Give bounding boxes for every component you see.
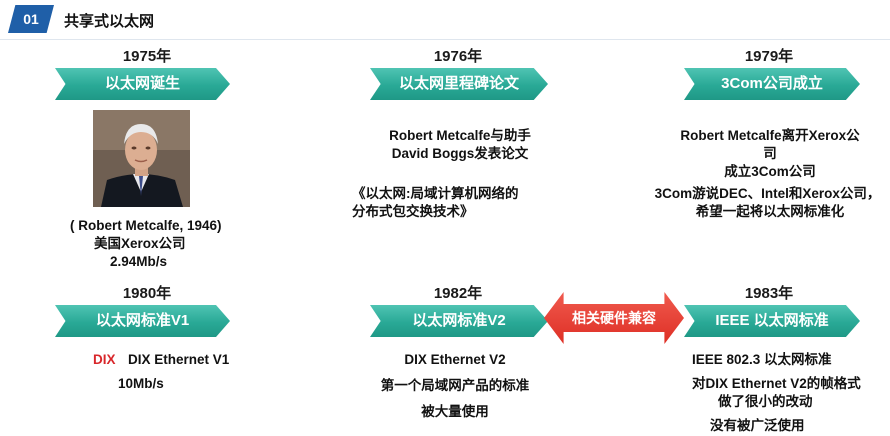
frame-format-change-1: 对DIX Ethernet V2的帧格式 <box>692 376 861 391</box>
paper-line-2: David Boggs发表论文 <box>391 146 529 161</box>
portrait-photo-robert-metcalfe <box>93 110 190 207</box>
speed-2-94: 2.94Mb/s <box>110 254 168 269</box>
metcalfe-caption: ( Robert Metcalfe, 1946) <box>70 218 222 233</box>
dix-ethernet-v1: DIX Ethernet V1 <box>128 352 230 367</box>
frame-format-change-2: 做了很小的改动 <box>718 394 813 409</box>
year-1980: 1980年 <box>122 285 172 302</box>
year-1982: 1982年 <box>433 285 483 302</box>
banner-3com-founded: 3Com公司成立 <box>684 68 860 100</box>
ieee-802-3: IEEE 802.3 以太网标准 <box>692 352 832 367</box>
page-title: 共享式以太网 <box>64 13 155 30</box>
portrait-photo-icon <box>93 110 190 207</box>
widely-used: 被大量使用 <box>421 404 489 419</box>
year-1975: 1975年 <box>122 48 172 65</box>
paper-title-line-1: 《以太网:局域计算机网络的 <box>352 186 519 201</box>
3com-line-5: 希望一起将以太网标准化 <box>695 204 845 219</box>
paper-line-1: Robert Metcalfe与助手 <box>389 128 531 143</box>
paper-title-line-2: 分布式包交换技术》 <box>352 204 474 219</box>
first-lan-standard: 第一个局域网产品的标准 <box>380 378 530 393</box>
year-1979: 1979年 <box>744 48 794 65</box>
header-bar: 01 共享式以太网 <box>0 0 890 40</box>
section-number-badge: 01 <box>8 5 54 33</box>
year-1983: 1983年 <box>744 285 794 302</box>
header-divider <box>0 39 890 40</box>
year-1976: 1976年 <box>433 48 483 65</box>
hardware-compatible-label: 相关硬件兼容 <box>572 310 656 326</box>
xerox-company: 美国Xerox公司 <box>94 236 186 251</box>
speed-10mbps: 10Mb/s <box>118 376 164 391</box>
banner-ethernet-birth: 以太网诞生 <box>55 68 230 100</box>
dix-label: DIX <box>93 352 116 367</box>
3com-line-2: 司 <box>763 146 777 161</box>
banner-ieee-standard: IEEE 以太网标准 <box>684 305 860 337</box>
3com-line-1: Robert Metcalfe离开Xerox公 <box>680 128 860 143</box>
banner-ethernet-v1: 以太网标准V1 <box>55 305 230 337</box>
3com-line-3: 成立3Com公司 <box>724 164 816 179</box>
3com-line-4: 3Com游说DEC、Intel和Xerox公司， <box>654 186 881 201</box>
banner-ethernet-v2: 以太网标准V2 <box>370 305 548 337</box>
banner-milestone-paper: 以太网里程碑论文 <box>370 68 548 100</box>
dix-ethernet-v2: DIX Ethernet V2 <box>404 352 506 367</box>
not-widely-used: 没有被广泛使用 <box>710 418 805 433</box>
